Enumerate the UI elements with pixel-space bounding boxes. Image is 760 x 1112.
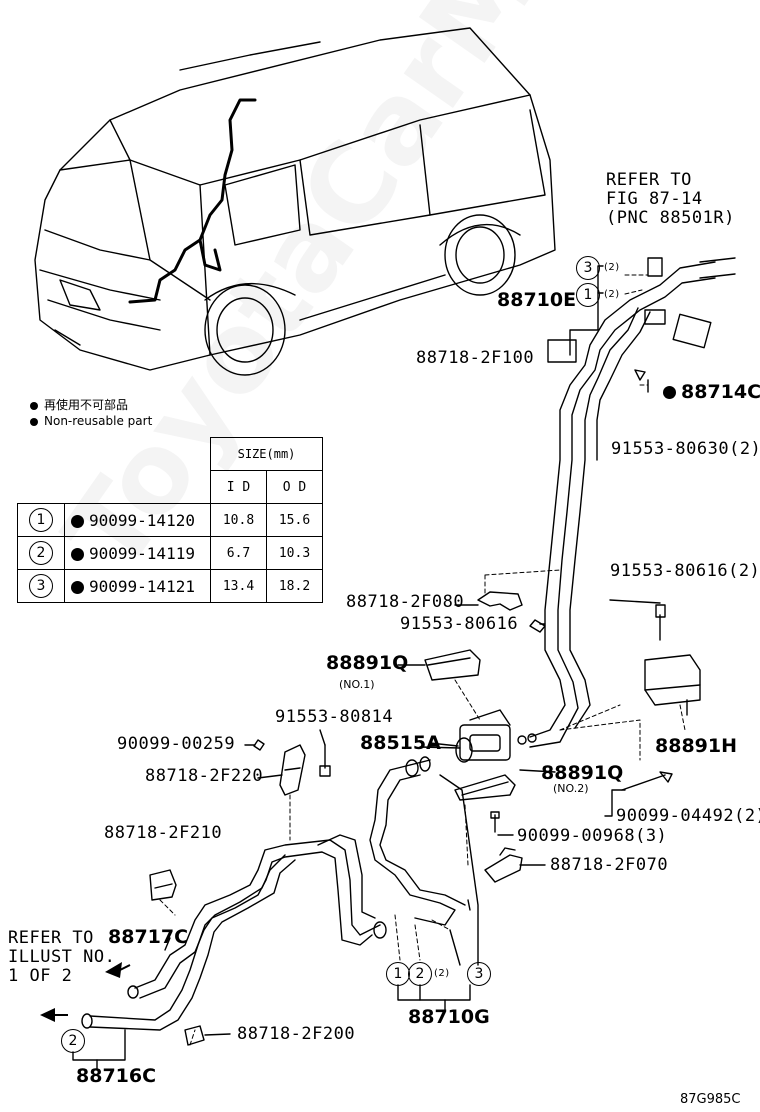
part-number: 90099-14121 <box>89 576 195 596</box>
suction-pipe-88710E <box>529 257 736 748</box>
part-90099-04492[interactable]: 90099-04492(2) <box>616 806 760 826</box>
part-88718-2F200[interactable]: 88718-2F200 <box>237 1024 356 1044</box>
part-88891Q-no1-suffix: (NO.1) <box>339 678 375 691</box>
refer-left-line1: REFER TO <box>8 928 94 948</box>
part-88714C[interactable]: 88714C <box>663 383 760 402</box>
size-header: SIZE(mm) <box>210 437 323 471</box>
part-88717C[interactable]: 88717C <box>108 926 189 948</box>
callout-circle-1: 1 <box>386 962 410 986</box>
legend-line-en: Non-reusable part <box>30 414 152 428</box>
part-88710G[interactable]: 88710G <box>408 1006 490 1028</box>
part-90099-00968[interactable]: 90099-00968(3) <box>517 826 668 846</box>
callout-circle-3: 3 <box>576 256 600 280</box>
refer-top-line3: (PNC 88501R) <box>606 208 735 228</box>
inner-diameter: 13.4 <box>210 569 267 603</box>
part-88891Q-no2[interactable]: 88891Q <box>541 762 624 784</box>
callout-circle-2: 2 <box>408 962 432 986</box>
callout-circle-2: 2 <box>61 1029 85 1053</box>
hose-size-table: SIZE(mm) I D O D 1 90099-14120 10.8 15.6… <box>17 437 323 603</box>
part-91553-80630[interactable]: 91553-80630(2) <box>611 439 760 459</box>
table-row: 3 90099-14121 13.4 18.2 <box>17 569 323 603</box>
refer-left-line2[interactable]: ILLUST NO. <box>8 947 116 967</box>
table-row: 2 90099-14119 6.7 10.3 <box>17 536 323 570</box>
part-88515A[interactable]: 88515A <box>360 732 441 754</box>
refer-top-line2[interactable]: FIG 87-14 <box>606 189 703 209</box>
part-88891Q-no2-suffix: (NO.2) <box>553 782 589 795</box>
outer-diameter: 15.6 <box>266 503 323 537</box>
part-91553-80616[interactable]: 91553-80616 <box>400 614 519 634</box>
callout-circle-3: 3 <box>467 962 491 986</box>
callout-circle-1: 1 <box>576 283 600 307</box>
van-illustration <box>34 27 556 376</box>
part-number: 90099-14119 <box>89 543 195 563</box>
part-91553-80616-qty2[interactable]: 91553-80616(2) <box>610 561 760 581</box>
row-number-circle: 3 <box>29 574 53 598</box>
part-88716C[interactable]: 88716C <box>76 1065 157 1087</box>
od-header: O D <box>266 470 323 504</box>
bullet-icon <box>30 417 38 426</box>
table-row: 1 90099-14120 10.8 15.6 <box>17 503 323 537</box>
id-header: I D <box>210 470 267 504</box>
inner-diameter: 10.8 <box>210 503 267 537</box>
part-88718-2F210[interactable]: 88718-2F210 <box>104 823 223 843</box>
pipe-88717C <box>127 834 387 999</box>
refer-left-line3: 1 OF 2 <box>8 966 73 986</box>
part-88710E[interactable]: 88710E <box>497 289 577 311</box>
outer-diameter: 10.3 <box>266 536 323 570</box>
part-88891Q-no1[interactable]: 88891Q <box>326 652 409 674</box>
non-reusable-dot-icon <box>71 580 84 594</box>
non-reusable-dot-icon <box>71 547 84 561</box>
part-91553-80814[interactable]: 91553-80814 <box>275 707 394 727</box>
liquid-pipe-88710G <box>369 756 471 926</box>
inner-diameter: 6.7 <box>210 536 267 570</box>
part-90099-00259[interactable]: 90099-00259 <box>117 734 236 754</box>
row-number-circle: 2 <box>29 541 53 565</box>
pipe-88716C <box>81 854 296 1031</box>
outer-diameter: 18.2 <box>266 569 323 603</box>
qty-label: (2) <box>604 262 620 273</box>
refer-top-line1: REFER TO <box>606 170 692 190</box>
part-number: 90099-14120 <box>89 510 195 530</box>
non-reusable-dot-icon <box>71 514 84 528</box>
part-88718-2F100[interactable]: 88718-2F100 <box>416 348 535 368</box>
part-88718-2F080[interactable]: 88718-2F080 <box>346 592 465 612</box>
part-88718-2F070[interactable]: 88718-2F070 <box>550 855 669 875</box>
part-88718-2F220[interactable]: 88718-2F220 <box>145 766 264 786</box>
qty-label: (2) <box>604 289 620 300</box>
qty-label: (2) <box>434 968 450 979</box>
legend-line-jp: 再使用不可部品 <box>30 396 128 413</box>
part-88891H[interactable]: 88891H <box>655 735 738 757</box>
bullet-icon <box>30 401 38 410</box>
figure-code: 87G985C <box>680 1092 741 1107</box>
non-reusable-dot-icon <box>663 386 676 399</box>
row-number-circle: 1 <box>29 508 53 532</box>
